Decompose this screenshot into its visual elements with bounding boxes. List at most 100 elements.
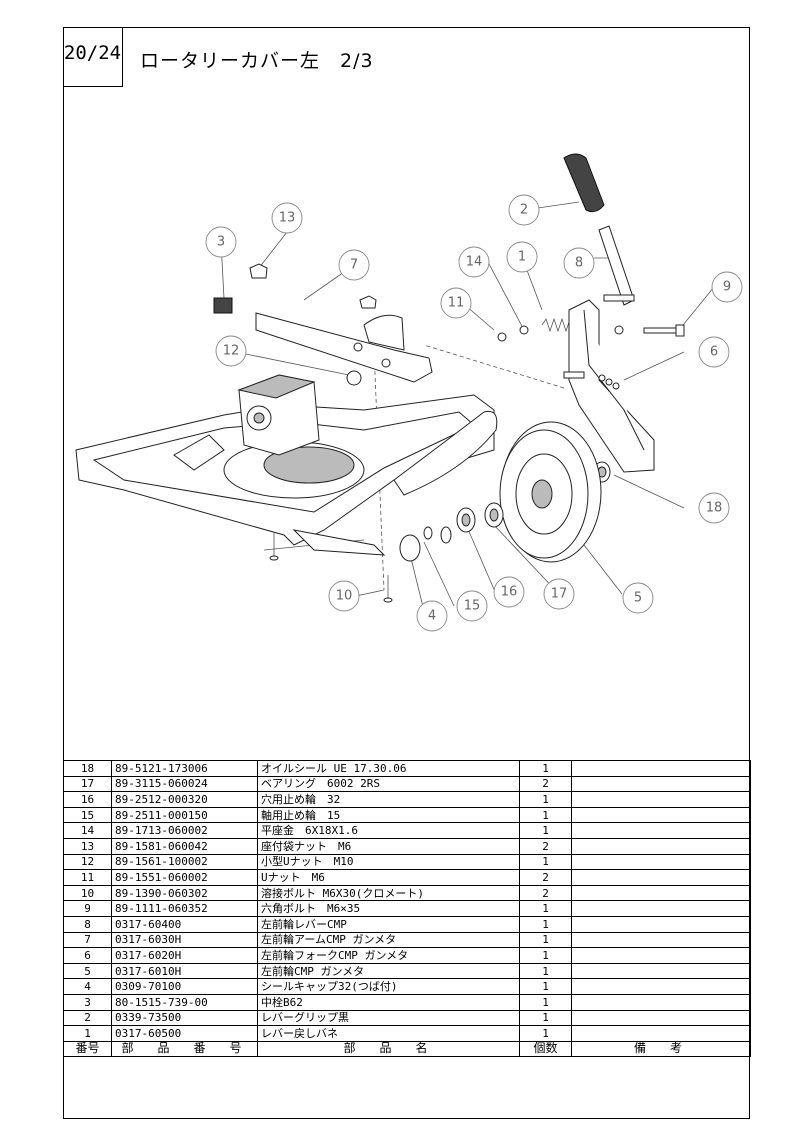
part-11-nut	[497, 332, 507, 342]
part-name: 左前輪フォークCMP ガンメタ	[257, 947, 520, 964]
part-name: 左前輪アームCMP ガンメタ	[257, 931, 520, 949]
quantity: 1	[519, 931, 572, 949]
remarks	[571, 947, 751, 964]
svg-text:3: 3	[217, 235, 225, 250]
quantity: 2	[519, 884, 572, 902]
callout-7: 7	[338, 249, 370, 281]
row-number: 10	[63, 884, 112, 902]
quantity: 1	[519, 978, 572, 995]
row-number: 8	[63, 915, 112, 933]
quantity: 1	[519, 806, 572, 824]
quantity: 1	[519, 947, 572, 964]
svg-text:18: 18	[706, 501, 723, 516]
part-number: 89-2512-000320	[111, 791, 258, 808]
part-name: レバー戻しバネ	[257, 1025, 520, 1042]
part-name: レバーグリップ黒	[257, 1009, 520, 1027]
quantity: 1	[519, 1025, 572, 1042]
callout-8: 8	[563, 247, 595, 279]
callout-1: 1	[506, 241, 538, 273]
part-number: 89-1390-060302	[111, 884, 258, 902]
row-number: 16	[63, 791, 112, 808]
leader-lines	[220, 201, 715, 612]
part-number: 0317-6020H	[111, 947, 258, 964]
callout-18: 18	[698, 492, 730, 524]
part-5-wheel	[499, 421, 602, 563]
callout-2: 2	[508, 194, 540, 226]
part-number: 0309-70100	[111, 978, 258, 995]
remarks	[571, 915, 751, 933]
callout-17: 17	[543, 578, 575, 610]
table-header-row: 番号 部 品 番 号 部 品 名 個数 備 考	[63, 1040, 751, 1058]
page-title: ロータリーカバー左 2/3	[140, 50, 374, 72]
header-qty: 個数	[519, 1040, 572, 1058]
callout-16: 16	[493, 576, 525, 608]
row-number: 4	[63, 978, 112, 995]
callout-12: 12	[215, 335, 247, 367]
callout-4: 4	[416, 600, 448, 632]
page-frame	[63, 27, 750, 1119]
part-name: オイルシール UE 17.30.06	[257, 760, 520, 777]
part-14-washer	[519, 325, 529, 335]
svg-text:8: 8	[575, 256, 583, 271]
quantity: 1	[519, 791, 572, 808]
remarks	[571, 853, 751, 871]
row-number: 1	[63, 1025, 112, 1042]
part-name: 溶接ボルト M6X30(クロメート)	[257, 884, 520, 902]
row-number: 3	[63, 993, 112, 1011]
part-name: 平座金 6X18X1.6	[257, 822, 520, 839]
remarks	[571, 791, 751, 808]
header-no: 番号	[63, 1040, 112, 1058]
arm-part-7	[255, 312, 433, 383]
remarks	[571, 822, 751, 839]
row-number: 5	[63, 962, 112, 980]
svg-text:14: 14	[466, 255, 483, 270]
row-number: 12	[63, 853, 112, 871]
callout-9: 9	[711, 271, 743, 303]
part-name: 中栓B62	[257, 993, 520, 1011]
quantity: 2	[519, 837, 572, 855]
row-number: 2	[63, 1009, 112, 1027]
part-number: 0317-60400	[111, 915, 258, 933]
svg-text:17: 17	[551, 587, 568, 602]
row-number: 6	[63, 947, 112, 964]
callout-6: 6	[698, 336, 730, 368]
row-number: 13	[63, 837, 112, 855]
quantity: 1	[519, 915, 572, 933]
part-name: Uナット M6	[257, 869, 520, 886]
svg-text:4: 4	[428, 609, 436, 624]
part-number: 89-2511-000150	[111, 806, 258, 824]
exploded-parts-diagram: 2 13 3 7 12 14 1 8 9 11 6 18 5 17 16 15 …	[75, 153, 743, 632]
part-9-bolt	[614, 324, 685, 337]
svg-text:9: 9	[723, 280, 731, 295]
quantity: 2	[519, 775, 572, 793]
svg-text:12: 12	[223, 344, 240, 359]
part-name: 左前輪レバーCMP	[257, 915, 520, 933]
header-part-number: 部 品 番 号	[111, 1040, 258, 1058]
gearbox	[237, 374, 320, 456]
remarks	[571, 931, 751, 949]
part-number: 89-1713-060002	[111, 822, 258, 839]
quantity: 1	[519, 822, 572, 839]
callout-11: 11	[440, 287, 472, 319]
part-number: 0317-6010H	[111, 962, 258, 980]
callout-5: 5	[622, 582, 654, 614]
rotary-cover-frame	[75, 394, 498, 556]
quantity: 1	[519, 900, 572, 917]
row-number: 18	[63, 760, 112, 777]
row-number: 9	[63, 900, 112, 917]
part-name: 左前輪CMP ガンメタ	[257, 962, 520, 980]
remarks	[571, 962, 751, 980]
part-10-bolts	[269, 532, 393, 603]
row-number: 14	[63, 822, 112, 839]
